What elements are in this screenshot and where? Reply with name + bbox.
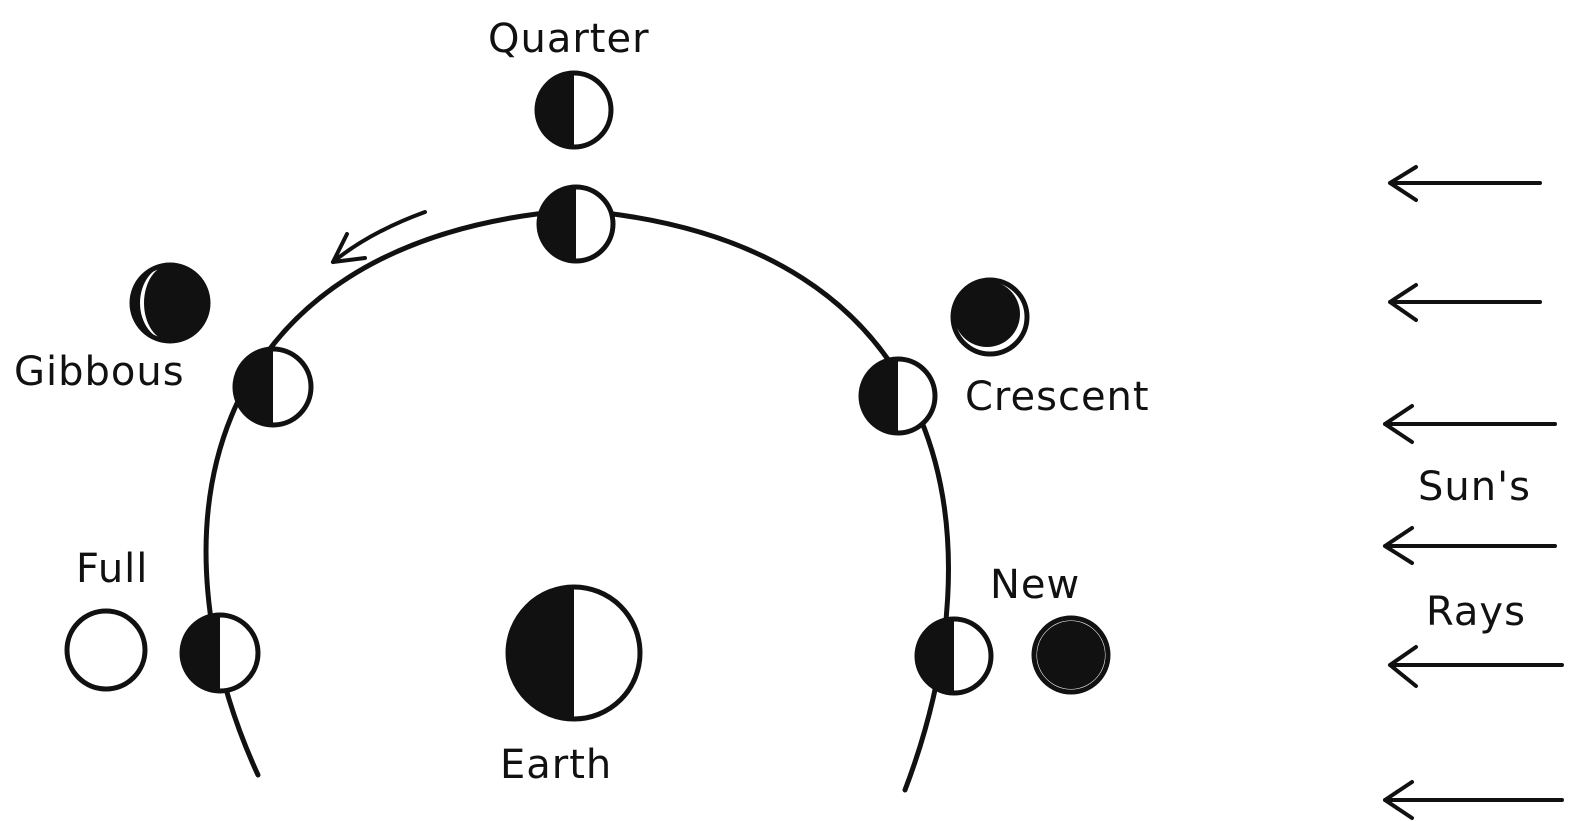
orbit-moon-upper-right [861,359,935,433]
full-moon-icon [67,611,145,689]
orbit-direction-arrow [333,212,425,262]
new-label: New [990,562,1080,608]
quarter-moon-icon [537,73,611,147]
gibbous-label: Gibbous [14,349,185,395]
orbit-moon-left [182,615,258,691]
orbit-moon-upper-left [235,349,311,425]
crescent-label: Crescent [965,374,1150,420]
earth-label: Earth [500,742,612,788]
sun-ray-arrow-3 [1385,406,1555,442]
sun-ray-arrow-2 [1390,285,1540,320]
gibbous-moon-icon [132,265,208,341]
quarter-label: Quarter [488,16,650,62]
orbit-moon-right [917,619,991,693]
sun-ray-arrow-1 [1390,167,1540,200]
sun-ray-arrow-6 [1385,782,1562,818]
crescent-moon-icon [953,280,1027,354]
suns-label: Sun's [1418,464,1531,510]
new-moon-icon [1034,618,1108,692]
orbit-moon-top [539,187,613,261]
rays-label: Rays [1426,589,1526,635]
sun-ray-arrow-4 [1385,528,1555,563]
full-label: Full [76,546,148,592]
sun-ray-arrow-5 [1390,647,1562,686]
earth-icon [508,587,640,719]
